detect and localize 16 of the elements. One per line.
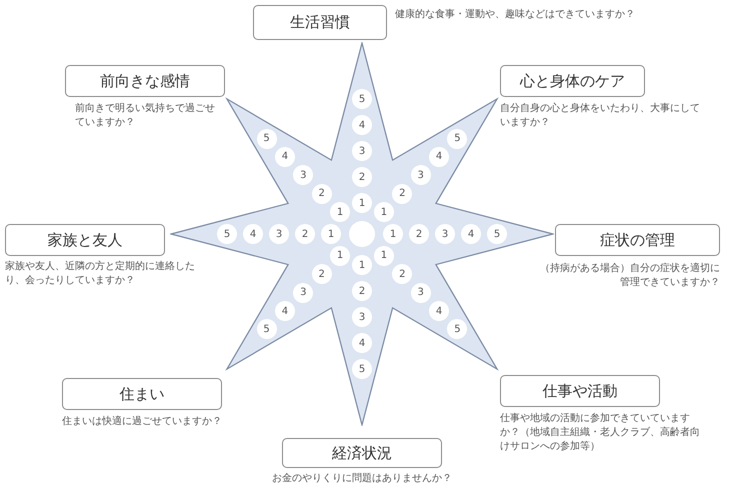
category-box: 心と身体のケア [500, 65, 645, 97]
question-text: お金のやりくりに問題はありませんか？ [271, 472, 453, 486]
question-text: 仕事や地域の活動に参加できていていますか？（地域自主組織・老人クラブ、高齢者向けサロンへの参加等） [500, 412, 700, 454]
question-text: 前向きで明るい気持ちで過ごせていますか？ [75, 102, 215, 130]
category-box: 症状の管理 [555, 224, 720, 256]
question-text: 住まいは快適に過ごせていますか？ [61, 415, 223, 429]
category-box: 生活習慣 [253, 5, 387, 40]
category-box: 前向きな感情 [65, 65, 225, 97]
question-text: 家族や友人、近隣の方と定期的に連絡したり、会ったりしていますか？ [5, 260, 196, 288]
category-box: 経済状況 [282, 438, 442, 468]
question-text: （持病がある場合）自分の症状を適切に管理できていますか？ [539, 262, 720, 290]
category-box: 住まい [62, 378, 222, 410]
question-text: 健康的な食事・運動や、趣味などはできていますか？ [395, 8, 635, 22]
category-box: 家族と友人 [5, 224, 165, 256]
category-box: 仕事や活動 [500, 375, 660, 407]
question-text: 自分自身の心と身体をいたわり、大事にしていますか？ [500, 102, 700, 130]
